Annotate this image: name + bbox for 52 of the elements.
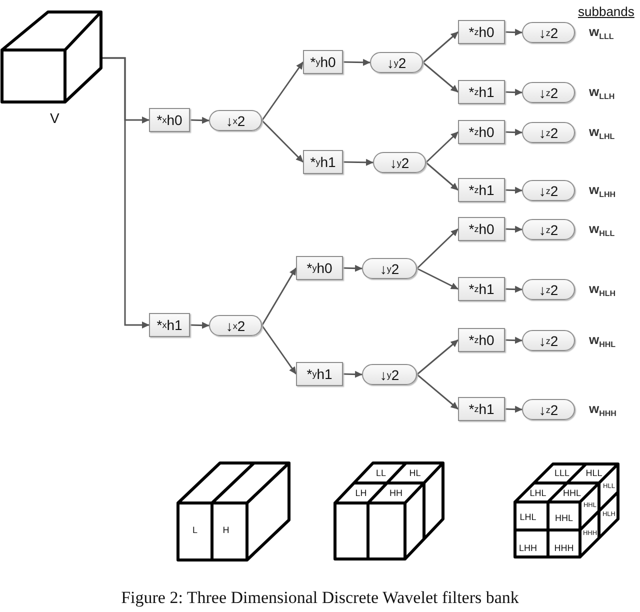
arrow <box>261 268 297 326</box>
subband-region-label: L <box>192 525 198 535</box>
subband-region-label: HHL <box>555 513 573 523</box>
figure-caption: Figure 2: Three Dimensional Discrete Wavelet filters bank <box>120 588 520 608</box>
arrow <box>416 339 458 376</box>
subband-region-label: LHL <box>520 512 536 522</box>
subband-label: w$_{HLH}$ <box>589 280 616 298</box>
subband-label: w$_{LLH}$ <box>589 84 615 100</box>
subband-region-label: HHH <box>554 543 574 553</box>
arrow <box>504 186 522 194</box>
arrow <box>426 162 458 191</box>
subband-region-label: LH <box>355 488 367 498</box>
arrow <box>504 28 522 36</box>
subband-region-label: LL <box>376 468 386 478</box>
arrow <box>101 57 150 328</box>
subband-region-label: HL <box>409 468 421 478</box>
subband-region-label: HHL <box>563 488 581 498</box>
arrow <box>425 131 459 164</box>
arrow <box>504 336 522 344</box>
subband-label: w$_{HLL}$ <box>589 220 615 238</box>
arrow <box>261 62 304 121</box>
arrow <box>190 116 210 124</box>
subband-region-label: LHL <box>530 488 546 498</box>
arrow <box>416 268 458 290</box>
arrow <box>190 322 210 329</box>
arrow <box>504 286 522 293</box>
subband-region-label: HH <box>390 488 402 498</box>
arrow <box>416 374 458 410</box>
subband-label: w$_{LHH}$ <box>589 182 616 198</box>
subband-region-label: HLL <box>586 468 602 478</box>
arrow <box>342 58 370 66</box>
subband-region-label: LLL <box>554 468 570 478</box>
arrow <box>342 264 362 272</box>
arrow <box>504 406 522 413</box>
arrow <box>504 226 522 233</box>
volume-label: V <box>50 110 60 126</box>
subband-label: w$_{LLL}$ <box>589 24 614 40</box>
arrow <box>504 128 522 136</box>
subband-region-label: LHH <box>519 543 537 553</box>
subband-label: w$_{HHL}$ <box>589 332 616 348</box>
arrow <box>416 228 459 270</box>
subband-region-label: H <box>222 525 230 535</box>
arrow <box>342 158 374 166</box>
subband-label: w$_{LHL}$ <box>589 124 615 140</box>
column-heading: subbands <box>578 4 634 19</box>
subband-label: w$_{HHH}$ <box>589 400 616 418</box>
arrow <box>422 62 458 93</box>
arrow <box>422 31 458 64</box>
arrow <box>261 325 297 374</box>
arrow <box>261 120 304 163</box>
arrow <box>504 88 522 96</box>
arrow <box>342 370 362 378</box>
